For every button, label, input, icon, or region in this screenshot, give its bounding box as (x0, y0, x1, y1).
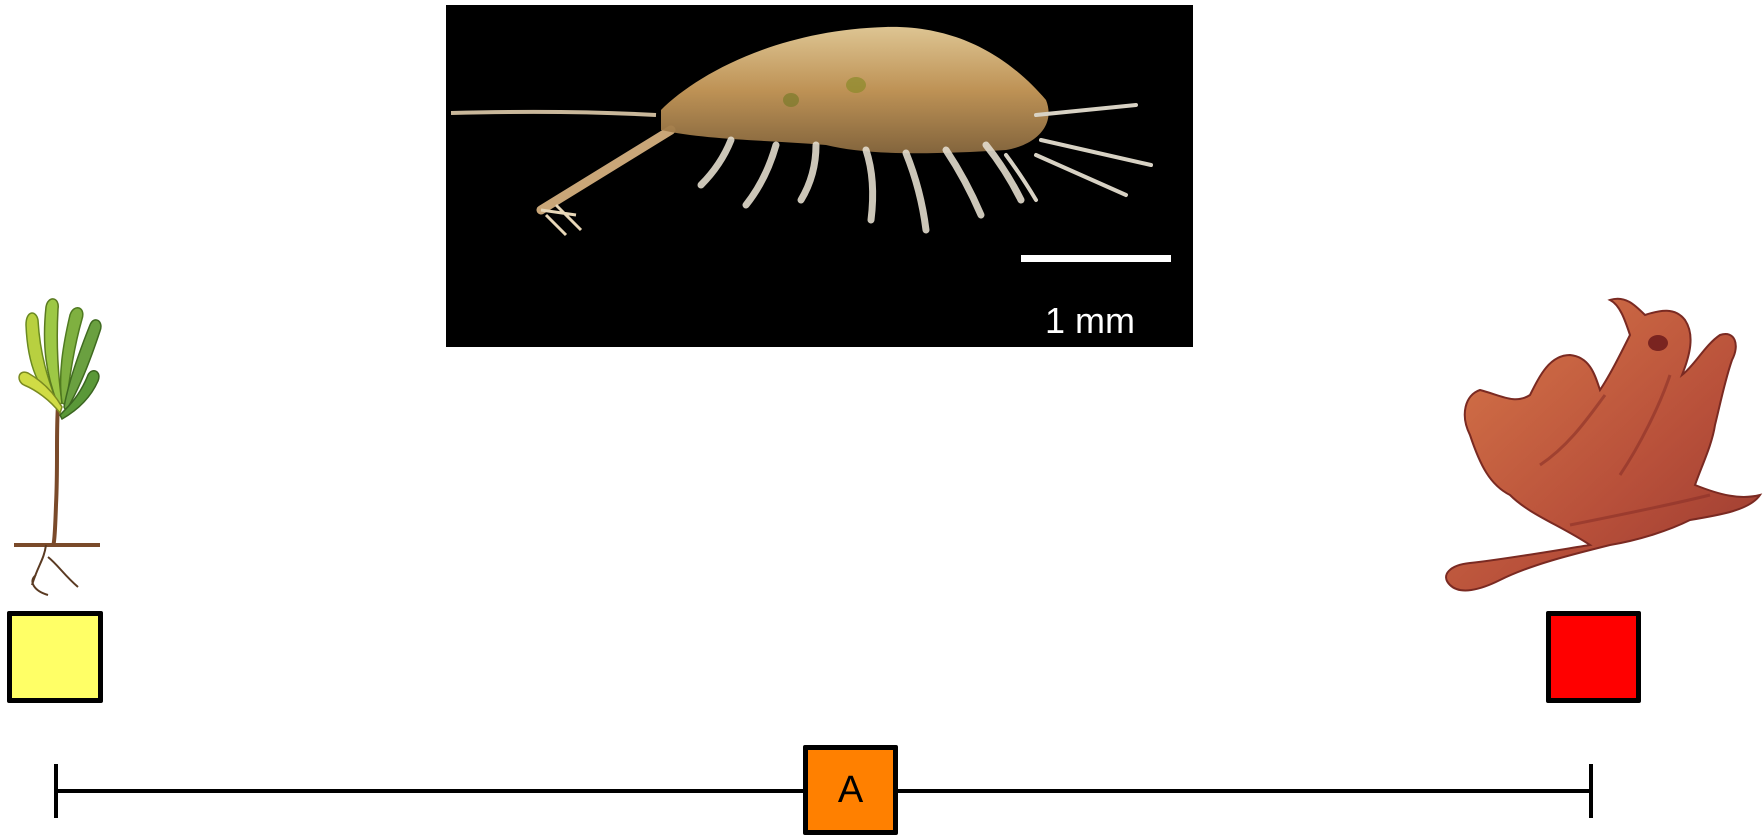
position-marker-a: A (803, 745, 898, 835)
position-marker-label: A (838, 769, 863, 812)
